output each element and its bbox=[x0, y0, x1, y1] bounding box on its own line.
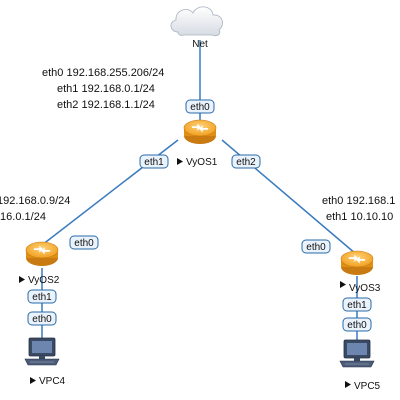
vyos1-port-eth2-label: eth2 bbox=[236, 157, 256, 168]
play-marker-icon bbox=[177, 158, 183, 165]
vyos2-interface-eth1: .16.0.1/24 bbox=[0, 211, 46, 223]
router-icon[interactable] bbox=[340, 250, 374, 275]
play-marker-icon bbox=[30, 377, 36, 384]
vyos3-interface-eth0: eth0 192.168.1 bbox=[322, 195, 395, 207]
vyos2-port-eth1[interactable]: eth1 bbox=[27, 289, 57, 304]
vyos1-port-eth1-label: eth1 bbox=[144, 157, 164, 168]
vyos3-port-eth0-label: eth0 bbox=[306, 242, 326, 253]
vpc4-label-group: VPC4 bbox=[30, 376, 66, 387]
vyos3-label-group: VyOS3 bbox=[340, 281, 381, 294]
vpc5-label-group: VPC5 bbox=[345, 381, 381, 392]
vpc4-port-eth0-label: eth0 bbox=[32, 314, 52, 325]
vyos1-port-eth2[interactable]: eth2 bbox=[231, 154, 261, 169]
vyos3-label: VyOS3 bbox=[349, 283, 381, 294]
vpc5-port-eth0[interactable]: eth0 bbox=[342, 317, 372, 332]
vyos1-interface-eth0: eth0 192.168.255.206/24 bbox=[42, 67, 164, 79]
vyos2-port-eth1-label: eth1 bbox=[32, 292, 52, 303]
vyos1-label: VyOS1 bbox=[186, 157, 218, 168]
vyos2-port-eth0[interactable]: eth0 bbox=[69, 235, 99, 250]
vyos2-interface-eth0: 192.168.0.9/24 bbox=[0, 195, 70, 207]
vpc5-port-eth0-label: eth0 bbox=[347, 320, 367, 331]
vyos1-port-eth0-label: eth0 bbox=[190, 102, 210, 113]
play-marker-icon bbox=[340, 281, 346, 288]
computer-icon[interactable] bbox=[339, 339, 375, 368]
vyos1-interface-eth1: eth1 192.168.0.1/24 bbox=[57, 83, 155, 95]
vyos3-interface-eth1: eth1 10.10.10 bbox=[326, 211, 393, 223]
vyos3-port-eth0[interactable]: eth0 bbox=[301, 239, 331, 254]
play-marker-icon bbox=[19, 276, 25, 283]
cloud-label: Net bbox=[192, 39, 208, 50]
vyos1-port-eth1[interactable]: eth1 bbox=[139, 154, 169, 169]
computer-icon[interactable] bbox=[24, 337, 60, 366]
router-icon[interactable] bbox=[183, 119, 217, 144]
play-marker-icon bbox=[345, 381, 351, 388]
vyos1-interface-eth2: eth2 192.168.1.1/24 bbox=[57, 99, 155, 111]
vyos2-port-eth0-label: eth0 bbox=[74, 238, 94, 249]
vyos3-port-eth1[interactable]: eth1 bbox=[342, 297, 372, 312]
router-icon[interactable] bbox=[25, 241, 59, 266]
vyos2-label-group: VyOS2 bbox=[19, 275, 60, 286]
vyos1-label-group: VyOS1 bbox=[177, 157, 218, 168]
vyos1-port-eth0[interactable]: eth0 bbox=[185, 99, 215, 114]
vyos3-port-eth1-label: eth1 bbox=[347, 300, 367, 311]
vyos2-label: VyOS2 bbox=[28, 275, 60, 286]
cloud-icon[interactable] bbox=[170, 6, 223, 37]
vpc5-label: VPC5 bbox=[354, 381, 381, 392]
vpc4-port-eth0[interactable]: eth0 bbox=[27, 311, 57, 326]
vpc4-label: VPC4 bbox=[39, 376, 66, 387]
